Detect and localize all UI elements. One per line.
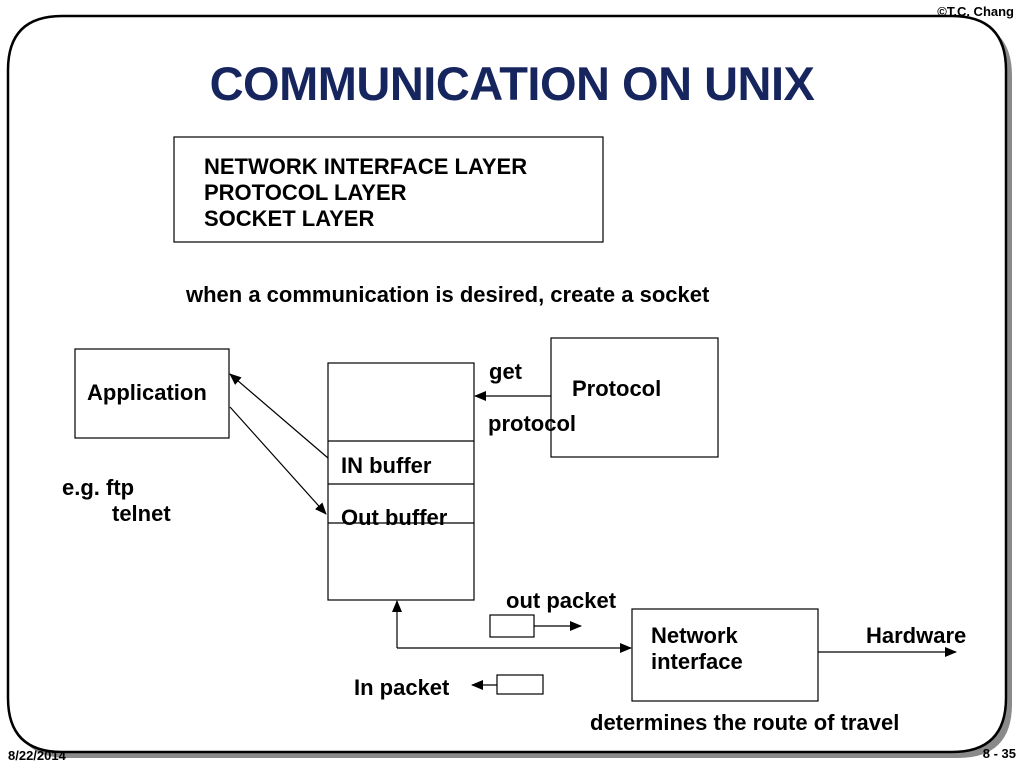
out-packet-label: out packet [506,588,617,613]
network-interface-box [631,608,819,702]
layer-protocol: PROTOCOL LAYER [204,180,407,205]
layers-box [173,136,604,243]
copyright: ©T.C. Chang [937,4,1014,19]
application-box [74,348,230,439]
protocol-box [550,337,719,458]
protocol-arrow-label: protocol [488,411,576,436]
in-buffer-label: IN buffer [341,453,432,478]
network-label: Network [651,623,738,648]
layer-socket: SOCKET LAYER [204,206,375,231]
footer-date: 8/22/2014 [8,748,66,763]
get-label: get [489,359,522,384]
interface-label: interface [651,649,743,674]
example-ftp: e.g. ftp [62,475,135,500]
application-label: Application [87,380,207,405]
in-buffer-to-application-arrow [229,373,329,459]
in-packet-label: In packet [354,675,450,700]
protocol-box-label: Protocol [572,376,662,401]
slide-title: COMMUNICATION ON UNIX [209,57,815,110]
hardware-label: Hardware [866,623,967,648]
create-socket-note: when a communication is desired, create … [186,282,710,307]
route-note: determines the route of travel [590,710,900,735]
footer-page-number: 8 - 35 [982,746,1016,761]
layer-network-interface: NETWORK INTERFACE LAYER [204,154,528,179]
application-to-out-buffer-arrow [229,406,327,515]
slide-frame [6,14,1008,754]
out-buffer-label: Out buffer [341,505,448,530]
example-telnet: telnet [112,501,171,526]
